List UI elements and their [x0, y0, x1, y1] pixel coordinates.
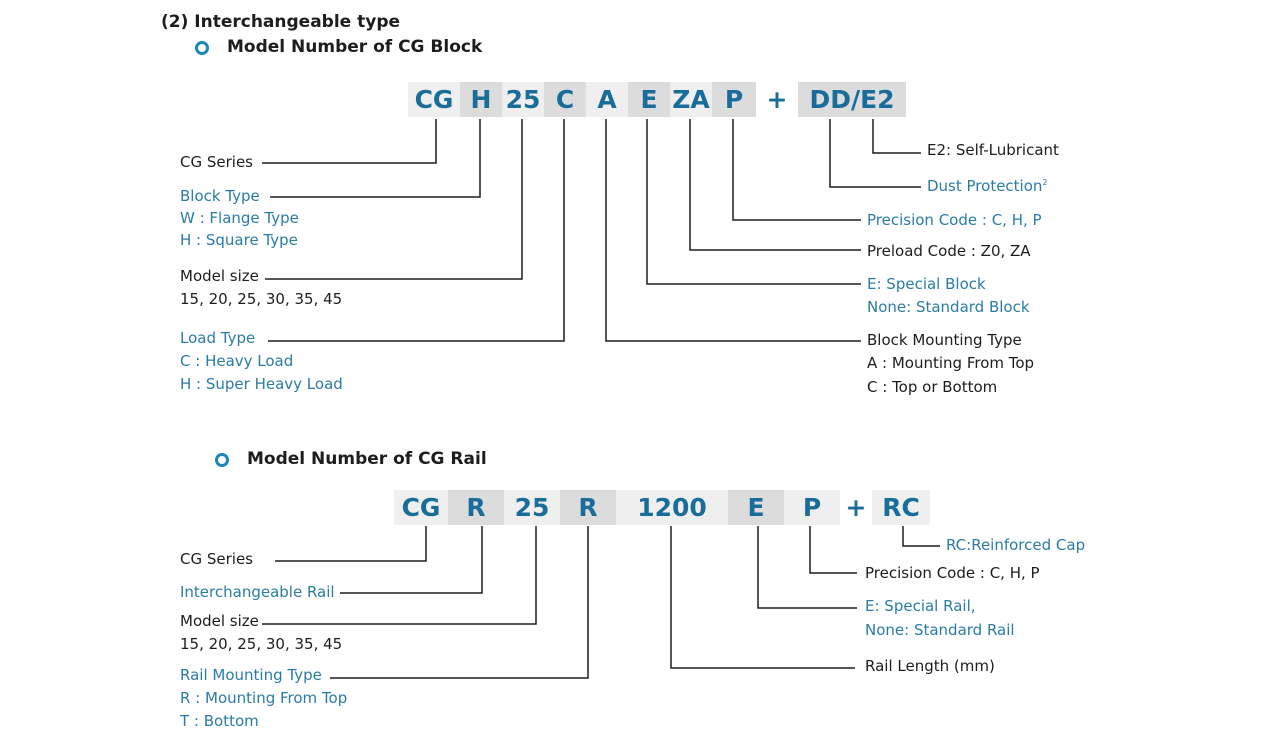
- rail-code-cg: CG: [394, 490, 448, 525]
- block-self-lubricant: E2: Self-Lubricant: [927, 141, 1059, 159]
- rail-code-plus: +: [840, 490, 872, 525]
- rail-code-r: R: [448, 490, 504, 525]
- block-mount-top-bottom: C : Top or Bottom: [867, 378, 998, 396]
- block-load-type-label: Load Type: [180, 329, 256, 347]
- block-mounting-type: Block Mounting Type: [867, 331, 1022, 349]
- block-code-cg: CG: [408, 82, 460, 117]
- block-load-heavy: C : Heavy Load: [180, 352, 294, 370]
- rail-interchangeable-label: Interchangeable Rail: [180, 583, 335, 601]
- rail-code-25: 25: [504, 490, 560, 525]
- block-dust-protection: Dust Protection2: [927, 177, 1048, 195]
- line-rail-special: [757, 526, 857, 609]
- block-code-plus: +: [756, 82, 798, 117]
- block-model-sizes: 15, 20, 25, 30, 35, 45: [180, 290, 343, 308]
- rail-mount-bottom: T : Bottom: [180, 712, 259, 730]
- block-type-h: H : Square Type: [180, 231, 298, 249]
- block-code-c: C: [544, 82, 586, 117]
- block-heading: Model Number of CG Block: [227, 37, 483, 57]
- rail-code-1200: 1200: [616, 490, 728, 525]
- line-rail-model-size: [262, 526, 537, 625]
- block-standard: None: Standard Block: [867, 298, 1030, 316]
- rail-model-sizes: 15, 20, 25, 30, 35, 45: [180, 635, 343, 653]
- line-block-dust: [829, 119, 921, 188]
- line-block-series: [262, 119, 437, 164]
- line-block-load-type: [268, 119, 565, 342]
- block-code-a: A: [586, 82, 628, 117]
- line-block-type: [270, 119, 481, 198]
- rail-precision-code: Precision Code : C, H, P: [865, 564, 1040, 582]
- block-type-w: W : Flange Type: [180, 209, 299, 227]
- block-preload-code: Preload Code : Z0, ZA: [867, 242, 1031, 260]
- rail-heading: Model Number of CG Rail: [247, 449, 487, 469]
- section-title: (2) Interchangeable type: [161, 12, 401, 32]
- block-code-p: P: [712, 82, 756, 117]
- line-rail-length: [670, 526, 855, 669]
- rail-code-rc: RC: [872, 490, 930, 525]
- line-rail-mounting: [330, 526, 589, 679]
- block-model-size-label: Model size: [180, 267, 259, 285]
- rail-length: Rail Length (mm): [865, 657, 995, 675]
- rail-standard: None: Standard Rail: [865, 621, 1015, 639]
- line-rail-reinforced: [902, 526, 940, 547]
- rail-reinforced-cap: RC:Reinforced Cap: [946, 536, 1086, 554]
- line-block-mounting: [605, 119, 861, 342]
- bullet-ring-icon: [215, 453, 229, 467]
- block-code-h: H: [460, 82, 502, 117]
- rail-model-size-label: Model size: [180, 612, 259, 630]
- rail-code-r-mount: R: [560, 490, 616, 525]
- block-mount-top: A : Mounting From Top: [867, 354, 1035, 372]
- block-precision-code: Precision Code : C, H, P: [867, 211, 1042, 229]
- rail-mount-top: R : Mounting From Top: [180, 689, 348, 707]
- rail-code-p: P: [784, 490, 840, 525]
- line-rail-precision: [809, 526, 857, 574]
- line-block-preload: [689, 119, 861, 251]
- rail-mounting-label: Rail Mounting Type: [180, 666, 322, 684]
- block-load-super-heavy: H : Super Heavy Load: [180, 375, 343, 393]
- line-block-self-lub: [872, 119, 921, 154]
- bullet-ring-icon: [195, 41, 209, 55]
- line-block-special: [646, 119, 861, 285]
- line-rail-series: [275, 526, 427, 562]
- rail-series-label: CG Series: [180, 550, 253, 568]
- block-code-za: ZA: [670, 82, 712, 117]
- block-code-e: E: [628, 82, 670, 117]
- line-rail-interchangeable: [340, 526, 483, 594]
- block-type-label: Block Type: [180, 187, 260, 205]
- block-special: E: Special Block: [867, 275, 986, 293]
- line-block-model-size: [265, 119, 523, 280]
- rail-code-e: E: [728, 490, 784, 525]
- block-series-label: CG Series: [180, 153, 253, 171]
- block-code-dd-e2: DD/E2: [798, 82, 906, 117]
- rail-special: E: Special Rail,: [865, 597, 976, 615]
- block-code-25: 25: [502, 82, 544, 117]
- line-block-precision: [732, 119, 861, 221]
